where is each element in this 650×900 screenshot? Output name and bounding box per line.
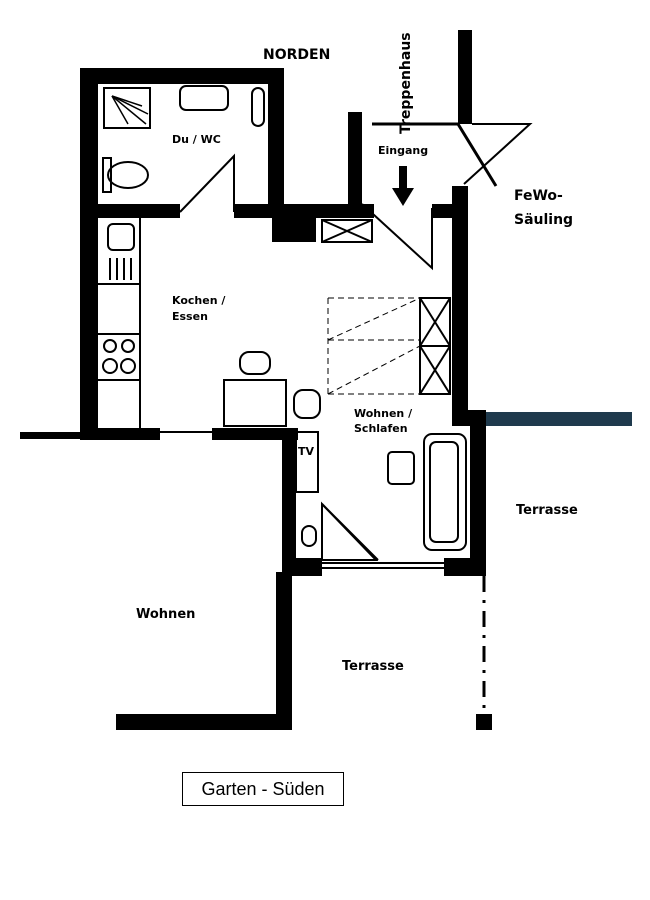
wall-east-lower (470, 410, 486, 572)
doors (160, 122, 533, 561)
tv-cabinet (295, 431, 319, 493)
drain-rack (109, 258, 132, 280)
chair-right (293, 389, 321, 419)
label-kitchen-1: Kochen / (172, 294, 226, 307)
door-terrace-swing (321, 503, 379, 561)
wall-kitchen-south-left (80, 428, 160, 440)
stove-burner-3 (102, 358, 118, 374)
wall-east-upper (452, 186, 468, 426)
dining-set (223, 351, 321, 427)
wardrobe (327, 297, 451, 395)
label-terrace-bottom: Terrasse (342, 659, 404, 674)
kitchen-counter (98, 218, 141, 428)
boundary-lines (20, 412, 632, 714)
label-bath: Du / WC (172, 133, 221, 146)
sofa (423, 433, 467, 551)
coffee-table (387, 451, 415, 485)
bath-fixtures (102, 85, 265, 193)
kitchen-sink (107, 223, 135, 251)
wall-boundary (276, 572, 292, 730)
shower-head-icon (111, 95, 149, 125)
boundary-east-line (486, 412, 632, 426)
wall-bath-south-left (80, 204, 180, 218)
label-fewo: FeWo- (514, 188, 563, 204)
toilet (107, 161, 149, 189)
wall-boundary-bottom (116, 714, 292, 730)
wall-west (80, 68, 98, 440)
walls (80, 30, 492, 730)
wall-north-bath (80, 68, 284, 84)
shaft-block (272, 204, 316, 242)
wall-living-south-right (444, 558, 486, 576)
stove-burner-2 (121, 339, 135, 353)
wall-living-south-left (282, 558, 322, 576)
label-tv: TV (298, 445, 315, 458)
door-entrance (361, 203, 433, 271)
label-north: NORDEN (263, 47, 330, 63)
wall-kitchen-south-right (212, 428, 298, 440)
label-living-left: Wohnen (136, 607, 195, 622)
label-living-2: Schlafen (354, 422, 408, 435)
stairwell-wall (458, 30, 472, 124)
label-kitchen-2: Essen (172, 310, 208, 323)
stove-burner-1 (103, 339, 117, 353)
stove-burner-4 (120, 358, 136, 374)
stairwell-step (463, 123, 533, 185)
label-stairwell: Treppenhaus (398, 32, 414, 134)
label-entrance: Eingang (378, 144, 428, 157)
entrance-arrow (392, 166, 414, 206)
label-terrace-right: Terrasse (516, 503, 578, 518)
pillar-entrance (348, 112, 362, 218)
toilet-tank (102, 157, 112, 193)
chair-top (239, 351, 271, 375)
door-bath (179, 153, 235, 213)
dining-table (223, 379, 287, 427)
boundary-west-line (20, 432, 82, 439)
label-fewo-name: Säuling (514, 212, 573, 228)
fence-post (476, 714, 492, 730)
wall-living-west (282, 428, 296, 576)
side-table (301, 525, 317, 547)
shower (103, 87, 151, 129)
sink (179, 85, 229, 111)
garden-south-label: Garten - Süden (182, 772, 344, 806)
wall-bath-east (268, 68, 284, 218)
towel-rack (251, 87, 265, 127)
shaft-box (321, 219, 373, 243)
label-living-1: Wohnen / (354, 407, 413, 420)
